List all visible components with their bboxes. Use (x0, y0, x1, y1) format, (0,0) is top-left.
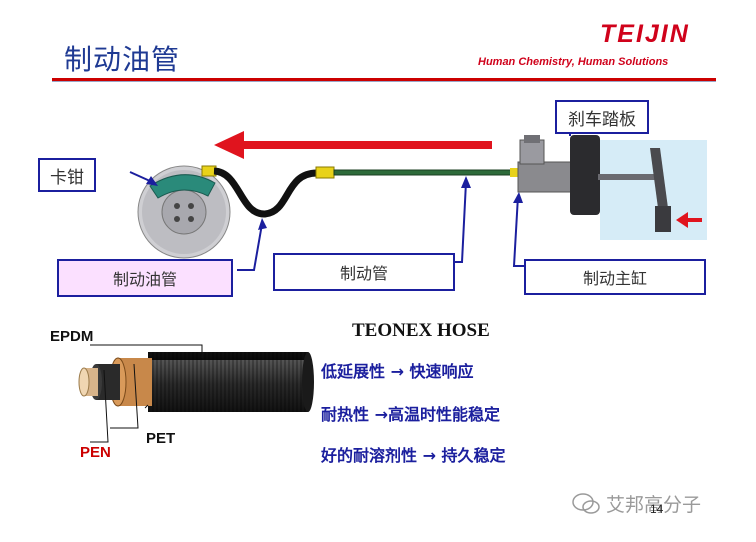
watermark-text: 艾邦高分子 (606, 494, 702, 516)
page-title: 制动油管 (64, 43, 181, 76)
leader-arrowhead-icon (461, 176, 471, 188)
wechat-icon (572, 493, 600, 514)
teonex-hose-cutaway-icon (78, 352, 314, 412)
teijin-logo: TEIJIN (600, 20, 690, 48)
page-number: 14 (650, 502, 664, 516)
layer-label-pen: PEN (80, 444, 111, 461)
layer-label-pet: PET (146, 430, 176, 447)
caliper-icon (149, 174, 216, 199)
caliper-fitting-icon (201, 165, 217, 177)
title-underline-red (52, 78, 716, 81)
brake-hose-line-icon (213, 167, 319, 218)
master-cylinder-icon (517, 135, 658, 215)
leader-lines (237, 134, 571, 271)
hose-fitting-icon (315, 166, 335, 179)
caliper-pointer-icon (129, 171, 158, 186)
flow-arrow-icon (214, 131, 492, 159)
layer-leader-lines (90, 344, 203, 443)
label-caliper: 卡钳 (38, 158, 96, 192)
property-line: 耐热性 →高温时性能稳定 (321, 405, 500, 424)
leader-arrowhead-icon (513, 192, 523, 203)
layer-label-epdm: EPDM (50, 328, 94, 345)
label-brake-pipe: 制动管 (273, 253, 455, 291)
label-brake-hose: 制动油管 (57, 259, 233, 297)
title-underline-blue (52, 81, 716, 82)
hose-title: TEONEX HOSE (352, 320, 490, 341)
property-line: 低延展性 → 快速响应 (321, 362, 474, 381)
label-master-cylinder: 制动主缸 (524, 259, 706, 295)
brake-pedal-icon (650, 148, 671, 232)
property-line: 好的耐溶剂性 → 持久稳定 (321, 446, 506, 465)
brake-pipe-line-icon (333, 169, 515, 176)
tagline: Human Chemistry, Human Solutions (478, 56, 669, 68)
pedal-push-arrow-icon (676, 212, 702, 228)
label-brake-pedal: 刹车踏板 (555, 100, 649, 134)
leader-arrowhead-icon (258, 218, 267, 230)
master-fitting-icon (510, 168, 518, 177)
